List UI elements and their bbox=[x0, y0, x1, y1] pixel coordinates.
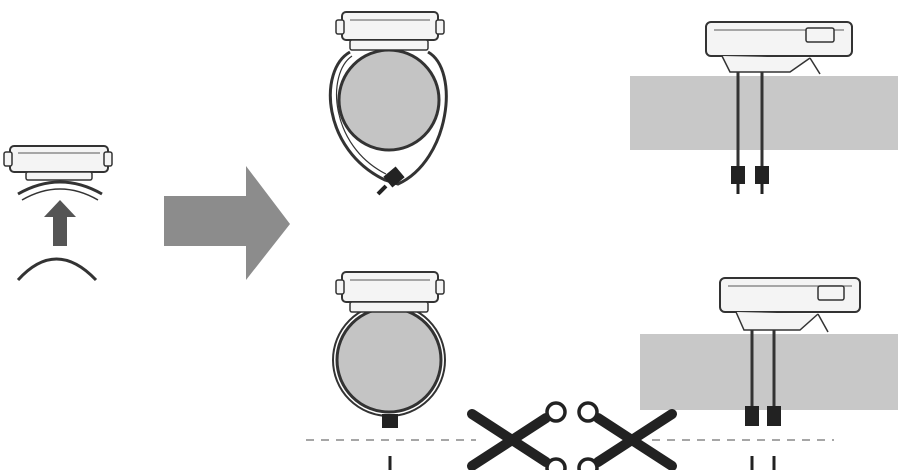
left-mount-step bbox=[3, 145, 113, 282]
zip-tie-icon bbox=[755, 166, 769, 194]
bar-curve bbox=[16, 257, 98, 282]
computer-unit-icon bbox=[719, 277, 861, 333]
computer-unit-icon bbox=[335, 11, 445, 51]
zip-tie-icon bbox=[745, 406, 759, 426]
scissors-icon bbox=[472, 403, 565, 470]
top-side-view-step bbox=[630, 21, 898, 194]
handlebar-band bbox=[640, 334, 898, 410]
zip-tie-icon bbox=[731, 166, 745, 194]
computer-unit-icon bbox=[3, 145, 113, 181]
handlebar-cross-section bbox=[337, 48, 441, 152]
computer-unit-icon bbox=[335, 271, 445, 313]
zip-tie-icon bbox=[767, 406, 781, 426]
zip-tie-icon bbox=[376, 166, 405, 196]
upward-arrow-icon bbox=[44, 200, 76, 246]
handlebar-band bbox=[630, 76, 898, 150]
bottom-tightened-step bbox=[306, 271, 565, 470]
mount-curve-inner bbox=[21, 188, 99, 201]
top-tie-loop-step bbox=[329, 11, 448, 196]
flow-arrow-icon bbox=[164, 166, 290, 280]
bottom-side-view-step bbox=[579, 277, 898, 470]
handlebar-cross-section bbox=[335, 306, 443, 414]
scissors-icon bbox=[579, 403, 672, 470]
mount-curve bbox=[17, 180, 103, 196]
computer-unit-icon bbox=[705, 21, 853, 75]
zip-tie-icon bbox=[382, 414, 398, 470]
